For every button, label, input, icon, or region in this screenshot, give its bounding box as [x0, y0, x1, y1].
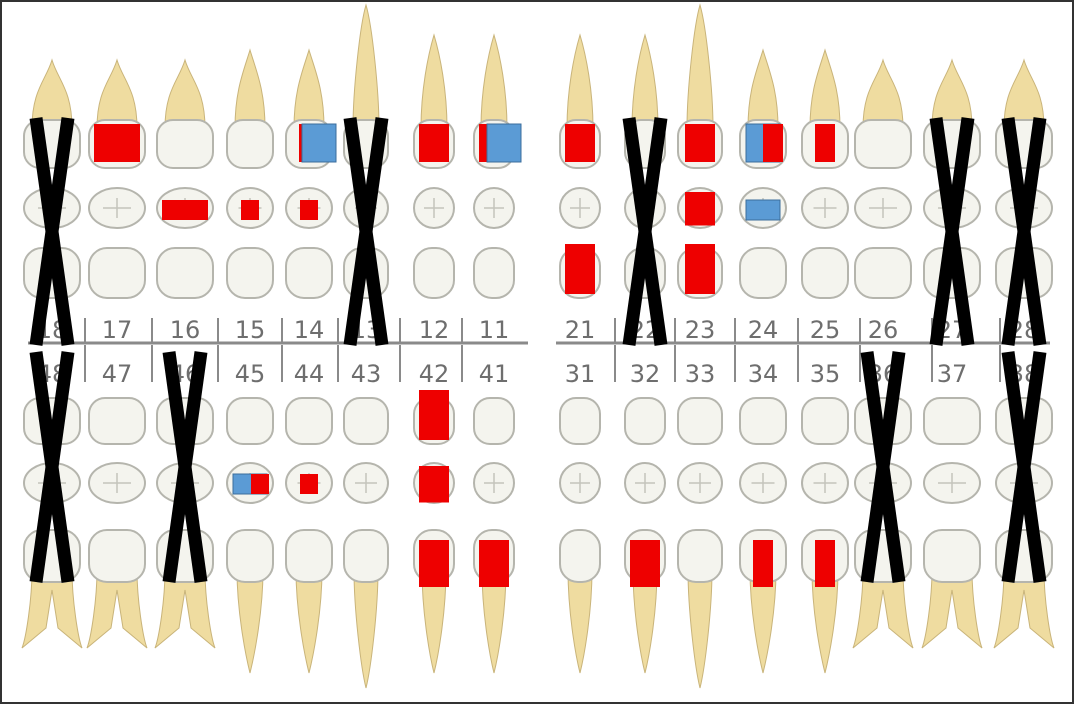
- marking-23-buccal-red: [685, 124, 715, 162]
- crown-palatal-11: [474, 248, 514, 298]
- crown-palatal-16: [157, 248, 213, 298]
- crown-buccal-44: [286, 530, 332, 582]
- tooth-number-24: 24: [748, 316, 779, 344]
- tooth-number-33: 33: [685, 360, 716, 388]
- crown-lingual-31: [560, 398, 600, 444]
- marking-42-incisal-red: [419, 466, 449, 503]
- crown-lingual-33: [678, 398, 722, 444]
- marking-42-buccal-red: [419, 540, 449, 587]
- tooth-number-23: 23: [685, 316, 716, 344]
- crown-lingual-35: [802, 398, 848, 444]
- tooth-number-32: 32: [630, 360, 661, 388]
- tooth-number-21: 21: [565, 316, 596, 344]
- marking-21-palatal-red: [565, 244, 595, 294]
- tooth-number-37: 37: [937, 360, 968, 388]
- crown-buccal-37: [924, 530, 980, 582]
- tooth-number-45: 45: [235, 360, 266, 388]
- crown-buccal-43: [344, 530, 388, 582]
- marking-21-buccal-red: [565, 124, 595, 162]
- tooth-number-35: 35: [810, 360, 841, 388]
- crown-palatal-24: [740, 248, 786, 298]
- marking-32-buccal-red: [630, 540, 660, 587]
- marking-16-occlusal-red: [162, 200, 208, 220]
- crown-lingual-47: [89, 398, 145, 444]
- tooth-number-26: 26: [868, 316, 899, 344]
- crown-palatal-25: [802, 248, 848, 298]
- marking-11-buccal-blue: [487, 124, 521, 162]
- crown-lingual-37: [924, 398, 980, 444]
- crown-buccal-15: [227, 120, 273, 168]
- marking-12-buccal-red: [419, 124, 449, 162]
- crown-lingual-41: [474, 398, 514, 444]
- tooth-number-34: 34: [748, 360, 779, 388]
- crown-lingual-45: [227, 398, 273, 444]
- marking-42-lingual-red: [419, 390, 449, 440]
- crown-buccal-31: [560, 530, 600, 582]
- crown-palatal-17: [89, 248, 145, 298]
- tooth-number-15: 15: [235, 316, 266, 344]
- marking-15-occlusal-red: [241, 200, 259, 220]
- tooth-number-16: 16: [170, 316, 201, 344]
- tooth-number-47: 47: [102, 360, 133, 388]
- marking-25-buccal-red: [815, 124, 835, 162]
- tooth-number-43: 43: [351, 360, 382, 388]
- tooth-number-44: 44: [294, 360, 325, 388]
- marking-23-incisal-red: [685, 192, 715, 226]
- crown-palatal-14: [286, 248, 332, 298]
- marking-34-buccal-red: [753, 540, 773, 587]
- marking-24-occlusal-blue: [746, 200, 780, 220]
- crown-lingual-44: [286, 398, 332, 444]
- crown-buccal-47: [89, 530, 145, 582]
- crown-palatal-15: [227, 248, 273, 298]
- crown-lingual-32: [625, 398, 665, 444]
- crown-lingual-34: [740, 398, 786, 444]
- tooth-number-25: 25: [810, 316, 841, 344]
- marking-14-buccal-blue: [302, 124, 336, 162]
- crown-buccal-16: [157, 120, 213, 168]
- tooth-number-17: 17: [102, 316, 133, 344]
- crown-palatal-26: [855, 248, 911, 298]
- tooth-number-41: 41: [479, 360, 510, 388]
- tooth-number-42: 42: [419, 360, 450, 388]
- crown-buccal-33: [678, 530, 722, 582]
- marking-24-buccal-red: [763, 124, 783, 162]
- marking-17-buccal-red: [94, 124, 140, 162]
- crown-buccal-45: [227, 530, 273, 582]
- marking-45-occlusal-red: [251, 474, 269, 494]
- crown-buccal-26: [855, 120, 911, 168]
- marking-14-occlusal-red: [300, 200, 318, 220]
- crown-palatal-12: [414, 248, 454, 298]
- marking-35-buccal-red: [815, 540, 835, 587]
- tooth-number-11: 11: [479, 316, 510, 344]
- tooth-number-12: 12: [419, 316, 450, 344]
- tooth-number-31: 31: [565, 360, 596, 388]
- marking-44-occlusal-red: [300, 474, 318, 494]
- marking-41-buccal-red: [479, 540, 509, 587]
- tooth-number-14: 14: [294, 316, 325, 344]
- crown-lingual-43: [344, 398, 388, 444]
- marking-23-palatal-red: [685, 244, 715, 294]
